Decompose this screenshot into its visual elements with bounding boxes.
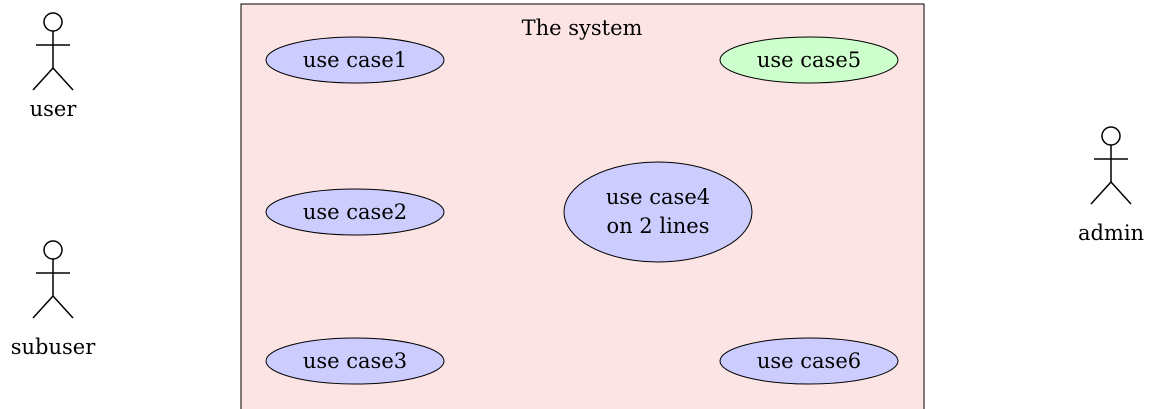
use-case-2-label: use case2 <box>303 200 407 224</box>
actor-admin[interactable]: admin <box>1078 126 1144 245</box>
use-case-4-ellipse <box>563 161 753 263</box>
use-case-1-label: use case1 <box>303 48 407 72</box>
use-case-6-label: use case6 <box>757 349 861 373</box>
use-case-5-label: use case5 <box>757 48 861 72</box>
use-case-6-ellipse <box>719 337 899 385</box>
use-case-1[interactable]: use case1 <box>265 36 445 84</box>
actor-user[interactable]: user <box>30 12 78 121</box>
system-title: The system <box>522 16 643 40</box>
use-case-1-ellipse <box>265 36 445 84</box>
use-case-3-ellipse <box>265 337 445 385</box>
use-case-5-ellipse <box>719 36 899 84</box>
use-case-3-label: use case3 <box>303 349 407 373</box>
use-case-3[interactable]: use case3 <box>265 337 445 385</box>
use-case-5[interactable]: use case5 <box>719 36 899 84</box>
actor-subuser[interactable]: subuser <box>11 240 96 359</box>
use-case-4-label-line-1: use case4 <box>606 185 710 209</box>
use-case-6[interactable]: use case6 <box>719 337 899 385</box>
use-case-2[interactable]: use case2 <box>265 188 445 236</box>
use-case-4-label-line-2: on 2 lines <box>606 214 709 238</box>
actor-user-label: user <box>30 97 78 121</box>
actor-subuser-label: subuser <box>11 335 96 359</box>
actor-admin-label: admin <box>1078 221 1144 245</box>
actor-subuser-icon <box>32 240 74 319</box>
actor-user-icon <box>32 12 74 91</box>
actor-admin-icon <box>1090 126 1132 205</box>
use-case-4[interactable]: use case4 on 2 lines <box>563 161 753 263</box>
use-case-2-ellipse <box>265 188 445 236</box>
